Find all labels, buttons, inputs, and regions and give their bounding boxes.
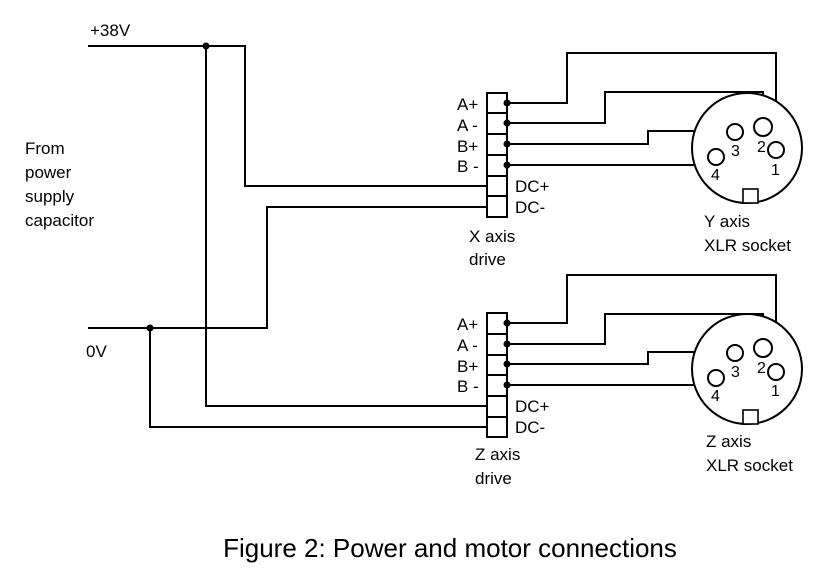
source-label: From power supply capacitor [25,139,94,230]
drive-label-line: X axis [469,227,515,246]
x-axis-drive: A+ A - B+ B - DC+ DC- X axis drive [457,92,550,269]
socket-pin-number: 1 [771,383,780,400]
socket-pin [726,123,744,141]
drive-pin-label: B+ [457,137,478,156]
socket-pin-number: 4 [711,167,720,184]
positive-rail [88,45,487,187]
positive-trunk [205,46,487,407]
zero-trunk [149,328,487,428]
socket-pin [753,338,773,358]
drive-pin-label: DC- [515,198,545,217]
figure-caption: Figure 2: Power and motor connections [223,533,677,563]
socket-pin [726,344,744,362]
socket-key [742,409,759,425]
socket-label-line: XLR socket [704,236,791,255]
socket-pin-number: 4 [711,388,720,405]
socket-pin-number: 3 [731,364,740,381]
socket-pin [767,141,785,159]
drive-pin-label: A - [457,336,478,355]
source-label-line: power [25,163,72,182]
drive-pin-label: A+ [457,95,478,114]
source-label-line: From [25,139,65,158]
drive-pin-label: A - [457,116,478,135]
zero-rail [88,206,487,329]
socket-label-line: Z axis [706,432,751,451]
socket-pin-number: 2 [757,360,766,377]
source-label-line: supply [25,187,75,206]
drive-pin-label: B - [457,157,479,176]
socket-pin [707,148,725,166]
drive-pin-label: B+ [457,357,478,376]
drive-pin-label: DC+ [515,177,550,196]
drive-label-line: Z axis [475,445,520,464]
socket-label-line: Y axis [704,212,750,231]
socket-pin-number: 1 [771,162,780,179]
socket-pin-number: 2 [757,139,766,156]
socket-body [691,313,803,425]
y-axis-xlr-socket: 2 3 1 4 Y axis XLR socket [691,92,803,255]
drive-label-line: drive [475,469,512,488]
junction-dot [202,42,210,50]
z-axis-xlr-socket: 2 3 1 4 Z axis XLR socket [691,313,803,475]
z-axis-drive: A+ A - B+ B - DC+ DC- Z axis drive [457,312,550,488]
drive-label-line: drive [469,250,506,269]
power-wiring [88,42,487,428]
socket-body [691,92,803,204]
drive-pin-label: A+ [457,315,478,334]
source-label-line: capacitor [25,211,94,230]
drive-pin-label: DC- [515,418,545,437]
socket-label-line: XLR socket [706,456,793,475]
socket-pin [707,369,725,387]
socket-pin [767,363,785,381]
positive-rail-label: +38V [90,21,131,40]
drive-pin-label: B - [457,377,479,396]
socket-key [742,188,759,204]
socket-pin [753,117,773,137]
junction-dot [146,324,154,332]
socket-pin-number: 3 [731,143,740,160]
drive-pin-label: DC+ [515,397,550,416]
zero-rail-label: 0V [86,342,107,361]
